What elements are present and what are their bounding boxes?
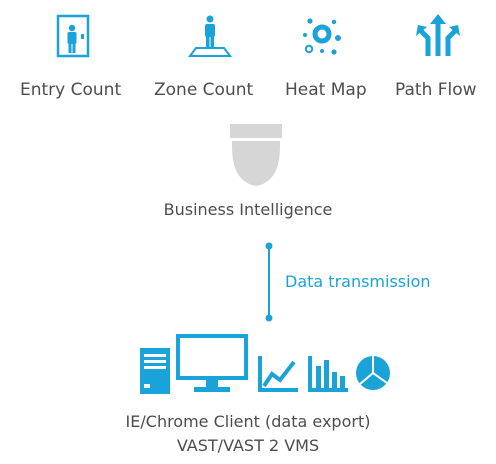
zone-person-icon bbox=[188, 15, 232, 57]
entry-door-person-icon bbox=[56, 14, 90, 58]
heat-map-label: Heat Map bbox=[285, 80, 367, 100]
client-icons bbox=[140, 334, 392, 398]
heat-map-dots-icon bbox=[303, 18, 341, 55]
data-transmission-connector bbox=[265, 242, 273, 322]
client-label-line2: VAST/VAST 2 VMS bbox=[176, 436, 320, 455]
dome-camera-icon bbox=[230, 124, 282, 186]
bar-chart-icon bbox=[308, 356, 348, 392]
entry-count-label: Entry Count bbox=[20, 80, 122, 100]
path-flow-arrows-icon bbox=[416, 14, 460, 56]
zone-count-label: Zone Count bbox=[154, 80, 254, 100]
path-flow-label: Path Flow bbox=[395, 80, 477, 100]
business-intelligence-label: Business Intelligence bbox=[163, 200, 333, 219]
pie-chart-icon bbox=[356, 356, 390, 390]
client-label-line1: IE/Chrome Client (data export) bbox=[125, 412, 371, 431]
pc-tower-icon bbox=[140, 348, 170, 394]
line-chart-icon bbox=[258, 356, 298, 392]
data-transmission-label: Data transmission bbox=[285, 272, 431, 291]
monitor-icon bbox=[176, 334, 248, 392]
